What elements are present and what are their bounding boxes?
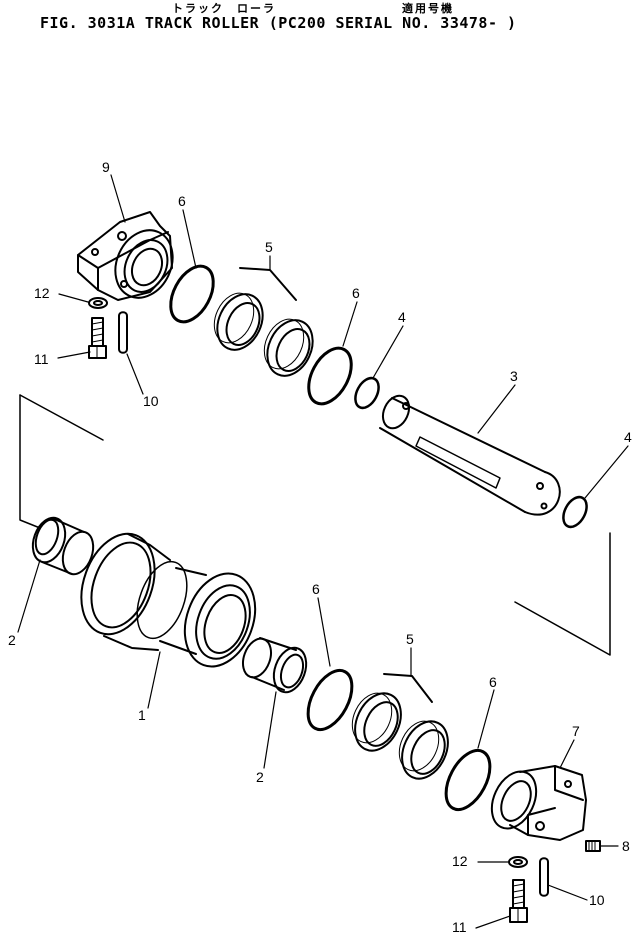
callout-1: 1 xyxy=(138,707,146,723)
assembly-guide-lines xyxy=(19,394,611,656)
part-2-bushing-left xyxy=(31,516,95,576)
callout-7: 7 xyxy=(572,723,580,739)
callout-2: 2 xyxy=(256,769,264,785)
japanese-applicable-label: 適用号機 xyxy=(402,2,454,15)
japanese-part-name: トラック ローラ xyxy=(172,2,276,15)
callout-6: 6 xyxy=(489,674,497,690)
part-5-floating-seal-upper xyxy=(213,267,314,377)
part-6-o-ring-upper-2 xyxy=(307,346,353,406)
callout-12: 12 xyxy=(34,285,50,301)
figure-title: FIG. 3031A TRACK ROLLER (PC200 SERIAL NO… xyxy=(40,14,517,32)
part-10-pin-upper xyxy=(118,311,128,354)
callout-5: 5 xyxy=(265,239,273,255)
callout-4: 4 xyxy=(624,429,632,445)
callout-2: 2 xyxy=(8,632,16,648)
part-4-o-ring-right xyxy=(562,495,588,529)
callout-3: 3 xyxy=(510,368,518,384)
callout-5: 5 xyxy=(406,631,414,647)
diagram-header: トラック ローラ 適用号機 FIG. 3031A TRACK ROLLER (P… xyxy=(0,0,643,40)
callout-11: 11 xyxy=(34,351,49,367)
part-11-bolt-upper xyxy=(88,317,107,359)
part-11-bolt-lower xyxy=(509,879,528,923)
part-10-pin-lower xyxy=(539,857,549,897)
part-7-collar-bracket xyxy=(490,765,587,841)
part-4-o-ring-upper xyxy=(354,376,380,410)
part-9-collar-bracket xyxy=(77,211,174,301)
callout-10: 10 xyxy=(589,892,605,908)
part-12-washer-lower xyxy=(508,856,528,868)
part-6-o-ring-upper-1 xyxy=(169,264,215,324)
callout-8: 8 xyxy=(622,838,630,854)
callout-10: 10 xyxy=(143,393,159,409)
callout-6: 6 xyxy=(352,285,360,301)
callout-6: 6 xyxy=(312,581,320,597)
part-2-bushing-lower xyxy=(241,637,308,694)
part-12-washer-upper xyxy=(88,297,108,309)
part-5-floating-seal-lower xyxy=(351,673,449,780)
callout-labels: 9 6 5 6 4 3 4 12 11 10 2 1 6 5 2 6 7 8 1… xyxy=(8,159,632,935)
callout-6: 6 xyxy=(178,193,186,209)
part-3-shaft xyxy=(379,394,561,516)
callout-9: 9 xyxy=(102,159,110,175)
callout-11: 11 xyxy=(452,919,467,935)
part-1-roller xyxy=(80,532,257,668)
callout-12: 12 xyxy=(452,853,468,869)
callout-4: 4 xyxy=(398,309,406,325)
part-6-o-ring-lower-2 xyxy=(444,749,492,811)
leader-lines xyxy=(17,174,629,929)
part-6-o-ring-lower-1 xyxy=(306,669,354,731)
part-8-plug xyxy=(585,840,601,852)
